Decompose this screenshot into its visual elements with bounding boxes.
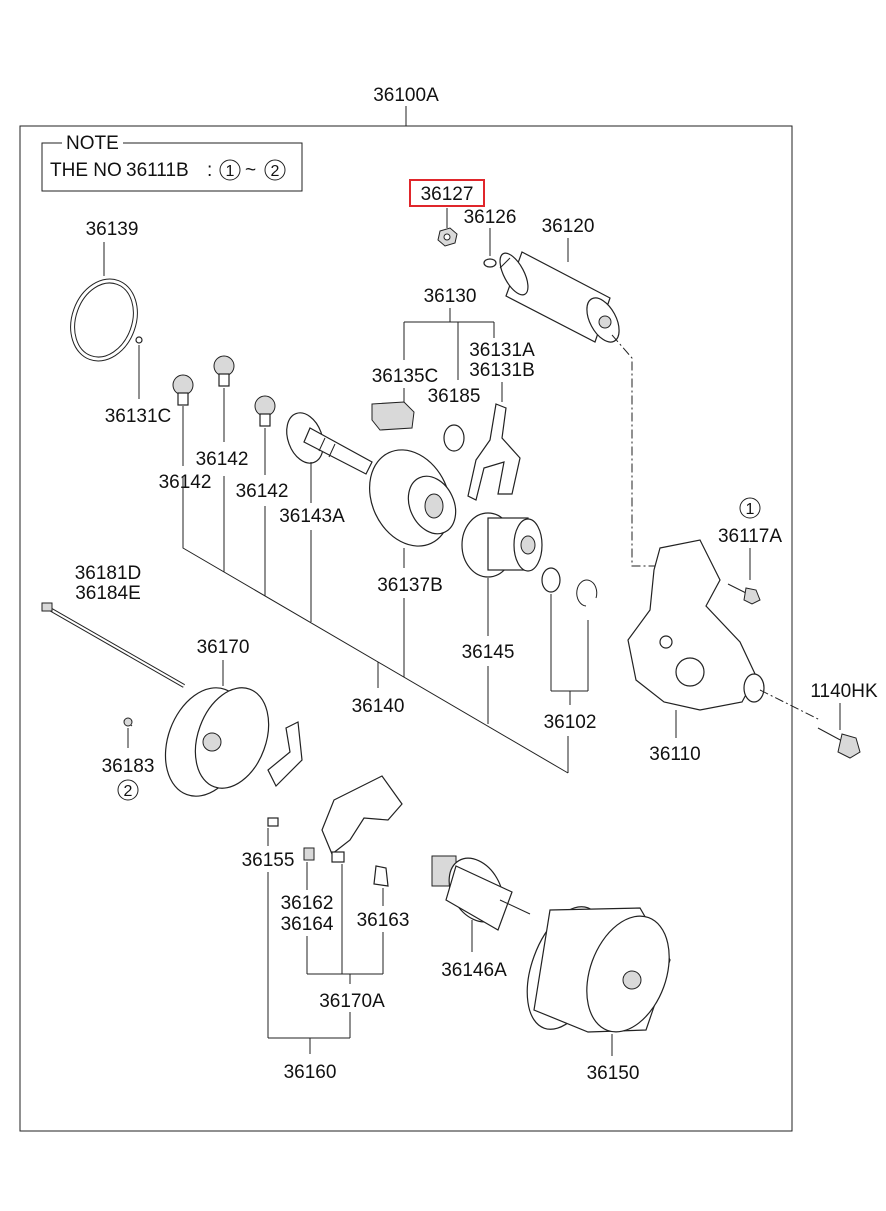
- o-ring-36139: [70, 278, 138, 362]
- label-36102[interactable]: 36102: [544, 712, 597, 733]
- label-36183[interactable]: 36183: [102, 756, 155, 777]
- screw-36183: [123, 717, 133, 727]
- label-36162[interactable]: 36162: [281, 893, 334, 914]
- label-36131B[interactable]: 36131B: [469, 360, 535, 381]
- label-36126[interactable]: 36126: [464, 207, 517, 228]
- label-36117A[interactable]: 36117A: [718, 526, 782, 547]
- label-36146A[interactable]: 36146A: [441, 960, 507, 981]
- mark-36117A: 1: [746, 501, 755, 518]
- label-36131A[interactable]: 36131A: [469, 340, 535, 361]
- note-sep: :: [207, 160, 212, 181]
- label-36185[interactable]: 36185: [428, 386, 481, 407]
- bolt-36117A: [727, 583, 761, 605]
- gear-36142-middle: [213, 355, 235, 387]
- label-36135C[interactable]: 36135C: [372, 366, 439, 387]
- snap-ring-36102: [576, 579, 598, 607]
- label-36139[interactable]: 36139: [86, 219, 139, 240]
- bolt-1140HK: [817, 727, 861, 759]
- label-36142-middle[interactable]: 36142: [196, 449, 249, 470]
- note-from: 1: [226, 163, 235, 180]
- label-36184E[interactable]: 36184E: [75, 583, 141, 604]
- label-1140HK[interactable]: 1140HK: [810, 681, 878, 702]
- label-36127[interactable]: 36127: [421, 184, 474, 205]
- label-36164[interactable]: 36164: [281, 914, 334, 935]
- armature-36146A: [431, 855, 531, 931]
- label-36130[interactable]: 36130: [424, 286, 477, 307]
- note-part: 36111B: [126, 160, 189, 181]
- label-36140[interactable]: 36140: [352, 696, 405, 717]
- note-tilde: ~: [245, 160, 256, 181]
- gear-36142-right: [254, 395, 276, 427]
- label-36163[interactable]: 36163: [357, 910, 410, 931]
- assembly-label[interactable]: 36100A: [373, 85, 439, 106]
- label-36110[interactable]: 36110: [649, 744, 700, 765]
- label-36142-left[interactable]: 36142: [159, 472, 212, 493]
- label-36181D[interactable]: 36181D: [75, 563, 142, 584]
- clutch-36145: [461, 512, 543, 578]
- yoke-36150: [526, 906, 671, 1033]
- mark-36183: 2: [124, 783, 133, 800]
- seal-36185: [443, 424, 465, 452]
- through-bolt-36181D: [41, 602, 185, 688]
- label-36145[interactable]: 36145: [462, 642, 515, 663]
- highlight-box: [409, 179, 485, 207]
- clip-36163: [373, 865, 389, 887]
- label-36143A[interactable]: 36143A: [279, 506, 345, 527]
- label-36131C[interactable]: 36131C: [105, 406, 172, 427]
- label-36155[interactable]: 36155: [242, 850, 295, 871]
- note-box: NOTE THE NO 36111B : 1 ~ 2: [41, 133, 303, 192]
- stop-ring-36102: [541, 567, 561, 593]
- washer-36126: [483, 258, 497, 268]
- label-36170A[interactable]: 36170A: [319, 991, 385, 1012]
- label-36137B[interactable]: 36137B: [377, 575, 443, 596]
- label-36170[interactable]: 36170: [197, 637, 250, 658]
- label-36142-right[interactable]: 36142: [236, 481, 289, 502]
- lever-36131A: [467, 403, 521, 501]
- solenoid-36120: [499, 251, 620, 343]
- gear-housing-36137B: [368, 449, 457, 547]
- note-prefix: THE NO: [50, 160, 122, 181]
- label-36120[interactable]: 36120: [542, 216, 595, 237]
- rear-bracket-36170: [164, 687, 270, 797]
- note-to: 2: [271, 163, 280, 180]
- nut-36127: [437, 227, 458, 247]
- spring-36162: [303, 847, 315, 861]
- gear-36142-left: [172, 374, 194, 406]
- note-title: NOTE: [66, 133, 119, 154]
- label-36160[interactable]: 36160: [284, 1062, 337, 1083]
- shaft-36143A: [286, 412, 373, 475]
- brush-holder-36170A: [321, 775, 403, 863]
- front-housing-36110: [627, 539, 765, 711]
- brush-36155: [267, 721, 303, 827]
- holder-36135C: [371, 401, 415, 431]
- label-36150[interactable]: 36150: [587, 1063, 640, 1084]
